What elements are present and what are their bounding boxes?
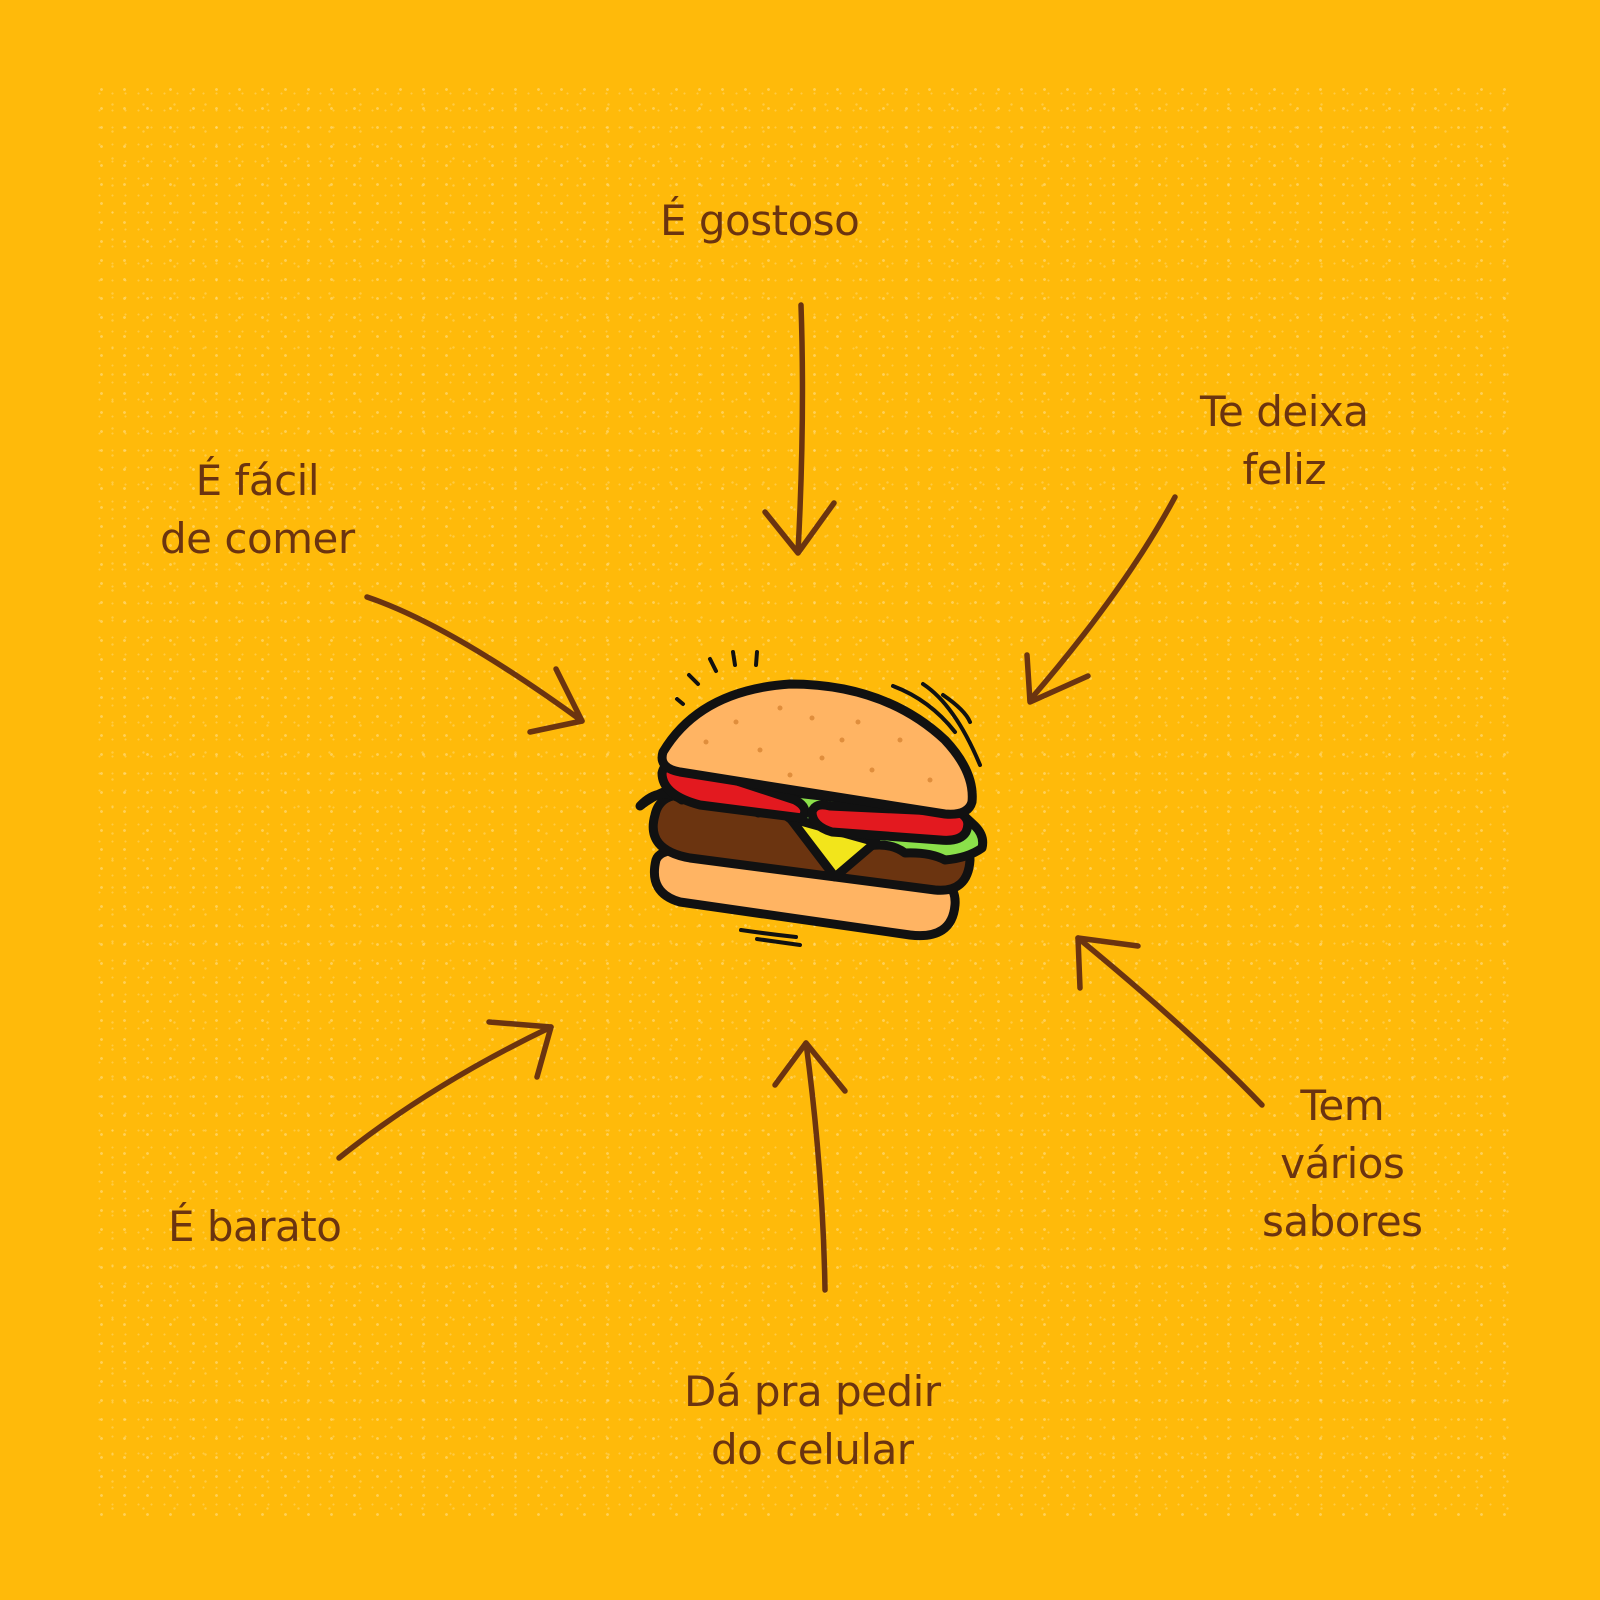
top-bun [657,679,977,819]
sesame-seeds [703,705,933,783]
label-bottom-right-line-2: vários [1280,1139,1405,1188]
label-bottom-line-1: Dá pra pedir [684,1367,941,1416]
arrow-top [762,302,837,556]
label-top: É gostoso [660,192,860,250]
label-bottom-left: É barato [168,1198,342,1256]
label-bottom-right: Tem vários sabores [1262,1077,1423,1251]
arrow-left [364,594,585,735]
label-top-right: Te deixa feliz [1200,383,1369,499]
label-left-line-2: de comer [160,514,355,563]
arrow-top-right [1024,494,1178,705]
motion-lines [675,650,982,947]
label-top-right-line-1: Te deixa [1200,387,1369,436]
label-top-right-line-2: feliz [1242,445,1326,494]
label-bottom-left-line-1: É barato [168,1202,342,1251]
label-top-line-1: É gostoso [660,196,860,245]
arrow-bottom-left [336,1019,554,1161]
label-bottom-line-2: do celular [710,1425,914,1474]
label-left: É fácil de comer [160,452,355,568]
arrow-bottom-right [1075,935,1265,1108]
label-left-line-1: É fácil [195,456,320,505]
label-bottom-right-line-1: Tem [1300,1081,1385,1130]
label-bottom-right-line-3: sabores [1262,1197,1423,1246]
arrow-bottom [772,1040,848,1293]
label-bottom: Dá pra pedir do celular [684,1363,941,1479]
